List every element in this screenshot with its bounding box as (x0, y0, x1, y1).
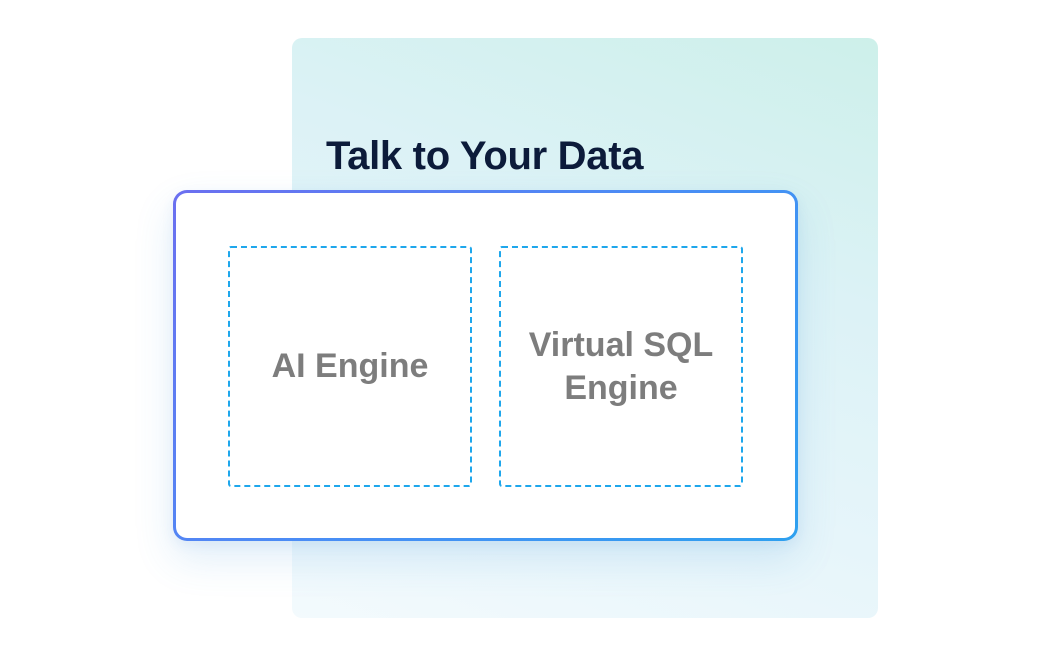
ai-engine-label: AI Engine (271, 347, 429, 386)
system-container: AI Engine Virtual SQL Engine (173, 190, 798, 541)
virtual-sql-engine-box: Virtual SQL Engine (499, 246, 743, 487)
virtual-sql-engine-label: Virtual SQL Engine (528, 326, 714, 407)
ai-engine-box: AI Engine (228, 246, 472, 487)
diagram-title: Talk to Your Data (326, 134, 644, 178)
